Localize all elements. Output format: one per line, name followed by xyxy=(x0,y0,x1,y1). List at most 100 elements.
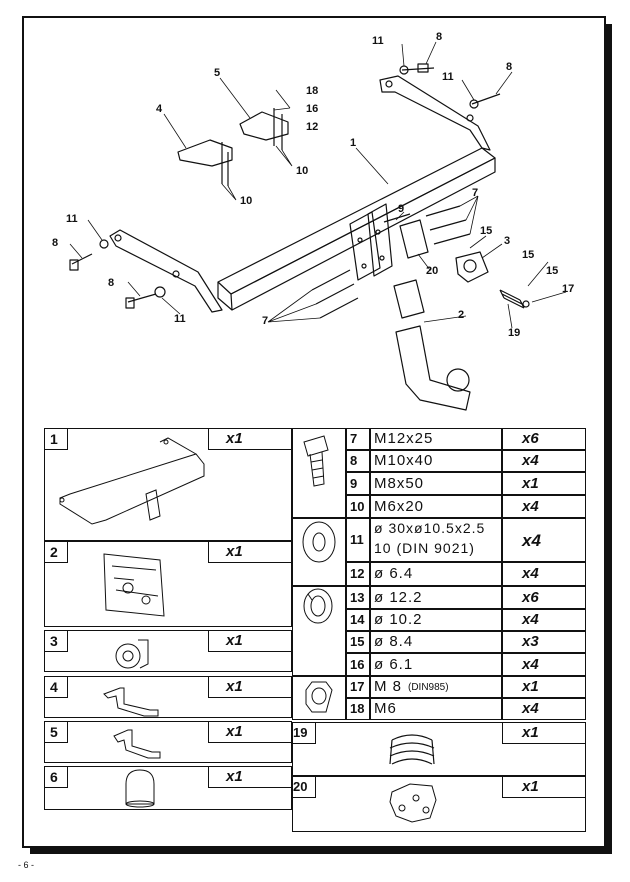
callout-11-top: 11 xyxy=(372,35,384,47)
part-number-7: 7 xyxy=(350,431,358,446)
bracket-4 xyxy=(177,139,233,167)
callout-16: 16 xyxy=(306,103,318,115)
spec-qty-cell xyxy=(502,428,586,450)
spec-num-cell xyxy=(346,698,370,720)
right-arm xyxy=(379,75,491,151)
part-qty-3: x1 xyxy=(226,632,243,649)
spec-text-cell xyxy=(370,631,502,653)
callout-15-c: 15 xyxy=(546,265,558,277)
spec-qty-cell xyxy=(502,472,586,495)
callout-2: 2 xyxy=(458,309,464,321)
spec-text-cell xyxy=(370,676,502,698)
spec-num-cell xyxy=(346,631,370,653)
part-qty-6: x1 xyxy=(226,768,243,785)
tow-ball-neck xyxy=(395,325,471,411)
part-number-1: 1 xyxy=(50,431,58,447)
spec-text-cell xyxy=(370,586,502,609)
callout-5: 5 xyxy=(214,67,220,79)
part-qty-15: x3 xyxy=(522,633,539,650)
callout-10-left: 10 xyxy=(240,195,252,207)
part-qty-10: x4 xyxy=(522,497,539,515)
part-qty-5: x1 xyxy=(226,723,243,740)
part-number-16: 16 xyxy=(350,656,365,672)
spec-text-cell xyxy=(370,698,502,720)
part-number-3: 3 xyxy=(50,633,58,649)
part-spec-12: ø 6.4 xyxy=(374,565,414,582)
part-qty-19: x1 xyxy=(522,724,539,741)
part-qty-13: x6 xyxy=(522,588,539,606)
spec-qty-cell xyxy=(502,609,586,631)
part-number-14: 14 xyxy=(350,612,365,627)
part-qty-11: x4 xyxy=(522,531,541,550)
callout-8-right: 8 xyxy=(506,61,512,73)
part-spec-13: ø 12.2 xyxy=(374,588,423,606)
callout-11-right: 11 xyxy=(442,71,454,83)
spec-num-cell xyxy=(346,428,370,450)
spec-num-cell xyxy=(346,609,370,631)
spec-qty-cell xyxy=(502,562,586,586)
spec-qty-cell xyxy=(502,676,586,698)
callout-3: 3 xyxy=(504,235,510,247)
part-qty-9: x1 xyxy=(522,474,539,492)
part-number-4: 4 xyxy=(50,679,58,695)
part-number-20: 20 xyxy=(293,779,308,794)
part-number-6: 6 xyxy=(50,769,58,785)
spec-text-cell xyxy=(370,653,502,676)
spec-num-cell xyxy=(346,495,370,518)
spec-text-cell xyxy=(370,450,502,472)
spec-num-cell xyxy=(346,676,370,698)
part-qty-1: x1 xyxy=(226,430,243,447)
spec-qty-cell xyxy=(502,698,586,720)
spec-text-cell xyxy=(370,609,502,631)
callout-4: 4 xyxy=(156,103,163,115)
callout-15-a: 15 xyxy=(480,225,492,237)
part-number-15: 15 xyxy=(350,634,365,649)
part-qty-17: x1 xyxy=(522,678,539,695)
spec-num-cell xyxy=(346,586,370,609)
part-number-13: 13 xyxy=(350,589,365,605)
part-spec-standard-17: (DIN985) xyxy=(408,682,449,693)
part-cell-20 xyxy=(292,776,586,832)
spec-text-cell xyxy=(370,472,502,495)
callout-20: 20 xyxy=(426,265,438,277)
spec-text-cell xyxy=(370,495,502,518)
part-number-2: 2 xyxy=(50,544,58,560)
part-qty-12: x4 xyxy=(522,565,539,582)
callout-8-lower: 8 xyxy=(108,277,114,289)
spec-text-cell xyxy=(370,428,502,450)
part-qty-16: x4 xyxy=(522,655,539,673)
part-qty-2: x1 xyxy=(226,543,243,560)
spec-qty-cell xyxy=(502,495,586,518)
part-number-18: 18 xyxy=(350,701,365,716)
callout-8-top: 8 xyxy=(436,31,442,43)
callout-7-left: 7 xyxy=(262,315,268,327)
part-qty-7: x6 xyxy=(522,430,539,447)
callout-12: 12 xyxy=(306,121,318,133)
spec-num-cell xyxy=(346,472,370,495)
part-number-9: 9 xyxy=(350,475,358,491)
spec-qty-cell xyxy=(502,631,586,653)
callout-7-right: 7 xyxy=(472,187,478,199)
socket-2 xyxy=(393,279,425,319)
part-qty-14: x4 xyxy=(522,611,539,628)
spec-num-cell xyxy=(346,518,370,562)
callout-15-b: 15 xyxy=(522,249,534,261)
part-qty-20: x1 xyxy=(522,778,539,795)
spec-qty-cell xyxy=(502,653,586,676)
bracket-5 xyxy=(239,111,289,141)
part-spec-14: ø 10.2 xyxy=(374,611,423,628)
part-spec-11: ø 30xø10.5x2.5 xyxy=(374,520,486,536)
spec-text-cell xyxy=(370,562,502,586)
tow-ball xyxy=(446,368,470,392)
crossbar-front xyxy=(230,157,496,311)
